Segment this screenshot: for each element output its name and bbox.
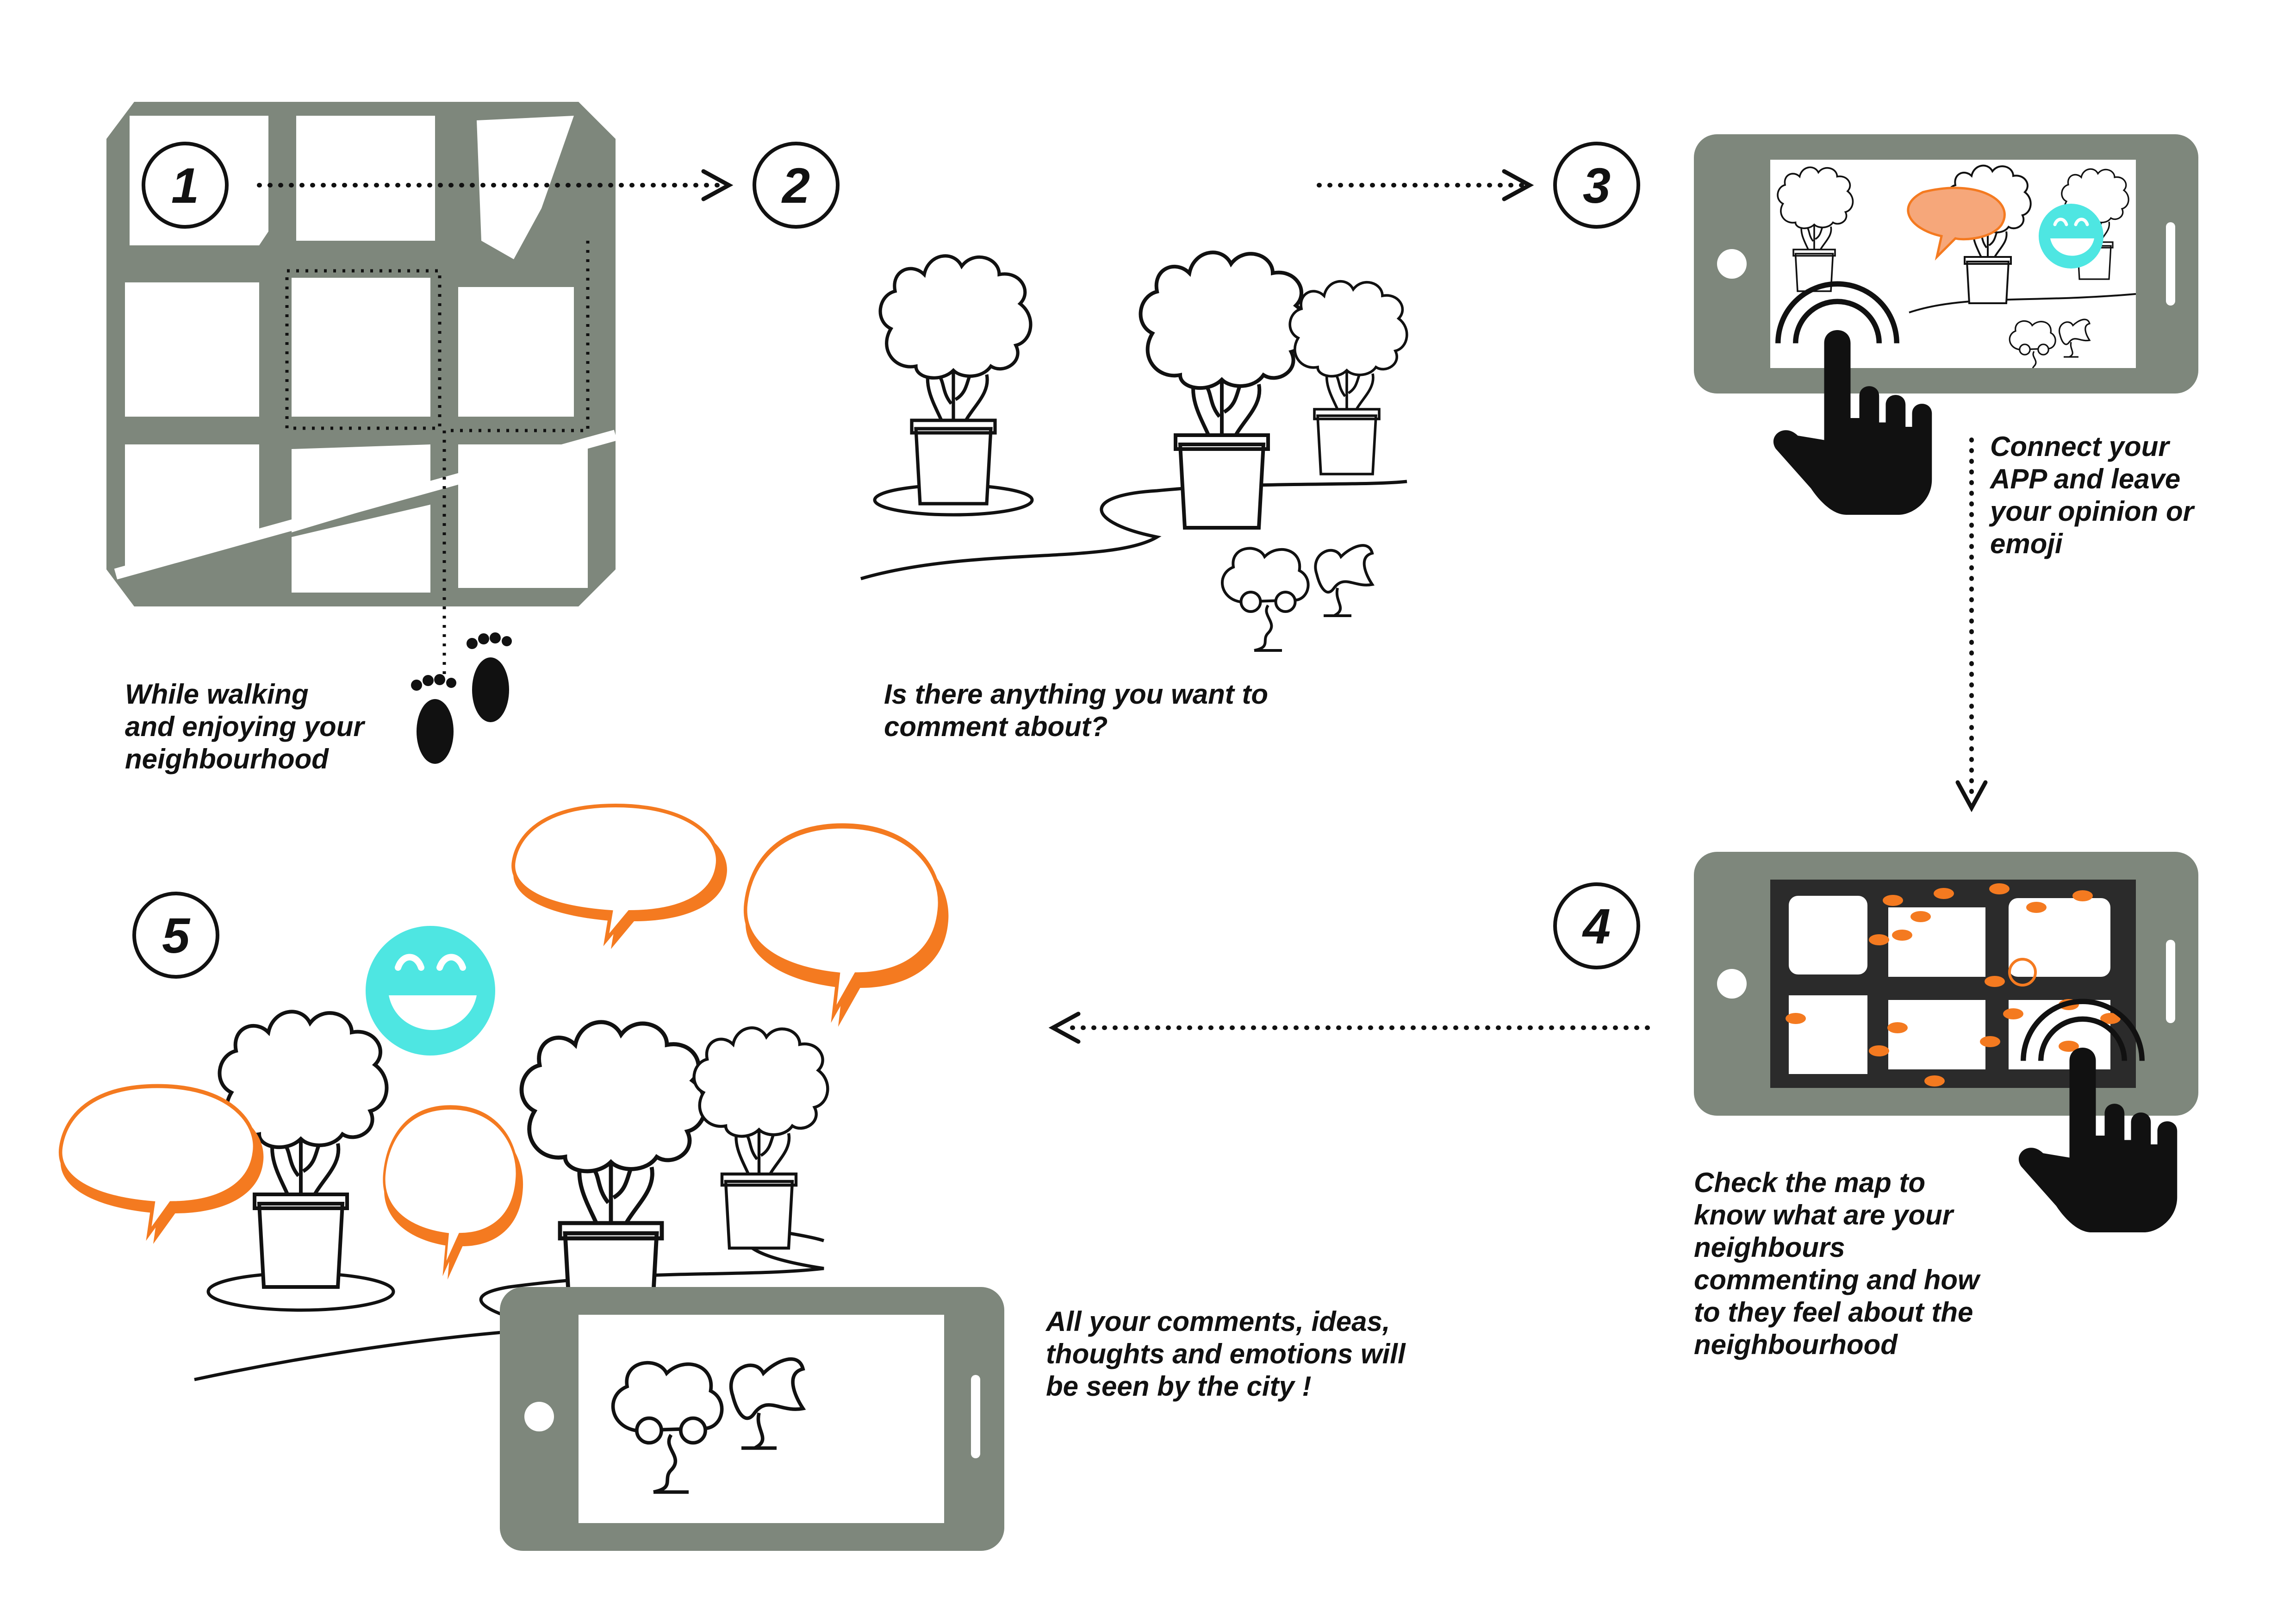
arrow-icon (1955, 437, 1988, 812)
tree-pot-icon (522, 1022, 705, 1325)
step-5-badge: 5 (132, 892, 219, 979)
step-3-badge: 3 (1553, 142, 1640, 229)
smartphone-icon (1694, 134, 2198, 515)
tree-pot-icon (694, 1028, 828, 1248)
step-5-caption: All your comments, ideas, thoughts and e… (1046, 1306, 1406, 1402)
speech-bubble-icon (746, 826, 949, 1027)
footprints-icon (411, 632, 512, 764)
step-number: 1 (171, 157, 199, 213)
tree-pot-icon (1141, 252, 1308, 528)
step-2-caption: Is there anything you want to comment ab… (884, 679, 1269, 742)
speech-bubble-icon (61, 1086, 264, 1244)
smiley-emoji-icon (366, 926, 495, 1056)
step-number: 2 (781, 157, 810, 213)
smartphone-icon (1694, 852, 2198, 1232)
tree-pot-icon (880, 256, 1031, 504)
arrow-icon (257, 169, 734, 201)
arrow-icon (1317, 169, 1534, 201)
park-scene (860, 252, 1407, 650)
step-1-caption: While walking and enjoying your neighbou… (125, 679, 364, 775)
comments-map (1789, 896, 2110, 1074)
speech-bubble-icon (384, 1107, 523, 1280)
comment-markers (1786, 883, 2121, 1087)
step-1-badge: 1 (142, 142, 229, 229)
step-number: 3 (1583, 157, 1611, 213)
step-3-caption: Connect your APP and leave your opinion … (1990, 431, 2194, 559)
step-number: 4 (1582, 898, 1611, 954)
tree-pot-icon (1290, 281, 1407, 474)
feedback-scene (61, 806, 949, 1381)
speech-bubble-icon (513, 806, 727, 949)
step-4-badge: 4 (1553, 882, 1640, 969)
step-4-caption: Check the map to know what are your neig… (1694, 1167, 1979, 1360)
step-number: 5 (162, 907, 191, 963)
playground-icon (1222, 545, 1372, 650)
smartphone-icon (500, 1287, 1004, 1551)
step-2-badge: 2 (753, 142, 840, 229)
arrow-icon (1048, 1012, 1650, 1044)
